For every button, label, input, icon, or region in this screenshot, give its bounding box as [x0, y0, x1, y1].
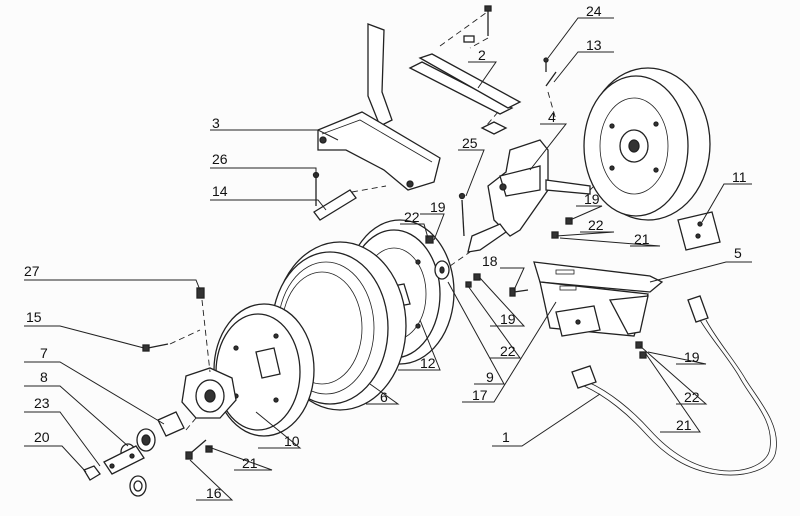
label-21a: 21 — [634, 231, 650, 247]
part-14-pin — [312, 171, 387, 221]
label-15: 15 — [26, 309, 42, 325]
label-11: 11 — [732, 169, 747, 185]
part-9-washer — [434, 251, 471, 280]
label-16: 16 — [206, 485, 222, 501]
leader-lines — [24, 17, 752, 501]
part-3-bracket — [317, 23, 441, 191]
label-10: 10 — [284, 433, 300, 449]
label-21c: 21 — [242, 455, 258, 471]
part-24-bolt — [463, 5, 492, 49]
part-4-spindle-housing — [458, 139, 631, 253]
part-2-plates — [408, 9, 522, 135]
label-9: 9 — [486, 369, 494, 385]
label-12: 12 — [420, 355, 436, 371]
label-13: 13 — [586, 37, 602, 53]
part-labels: 24 13 2 3 4 25 26 11 14 19 22 19 22 21 5… — [24, 3, 747, 501]
label-22a: 22 — [404, 209, 420, 225]
label-2: 2 — [478, 47, 486, 63]
label-22c: 22 — [500, 343, 516, 359]
label-19a: 19 — [584, 191, 600, 207]
part-1-chain — [571, 295, 777, 476]
part-10-disc — [213, 303, 315, 437]
small-fasteners — [205, 217, 647, 453]
label-27: 27 — [24, 263, 40, 279]
label-21b: 21 — [676, 417, 692, 433]
label-6: 6 — [380, 389, 388, 405]
part-5-arm — [509, 261, 664, 337]
label-23: 23 — [34, 395, 50, 411]
part-23-clip — [103, 445, 147, 497]
label-20: 20 — [34, 429, 50, 445]
part-11-scraper — [677, 211, 721, 251]
label-19b: 19 — [430, 199, 446, 215]
label-19d: 19 — [684, 349, 700, 365]
label-22b: 22 — [588, 217, 604, 233]
label-8: 8 — [40, 369, 48, 385]
label-1: 1 — [502, 429, 510, 445]
label-18: 18 — [482, 253, 498, 269]
label-24: 24 — [586, 3, 602, 19]
label-22d: 22 — [684, 389, 700, 405]
label-14: 14 — [212, 183, 228, 199]
label-19c: 19 — [500, 311, 516, 327]
depth-wheel — [583, 67, 711, 221]
label-7: 7 — [40, 345, 48, 361]
label-5: 5 — [734, 245, 742, 261]
part-16-bolt — [185, 439, 207, 460]
label-17: 17 — [472, 387, 488, 403]
part-20-nut — [83, 465, 101, 481]
hub-assembly — [142, 287, 237, 437]
label-4: 4 — [548, 109, 556, 125]
label-25: 25 — [462, 135, 478, 151]
label-3: 3 — [212, 115, 220, 131]
label-26: 26 — [212, 151, 228, 167]
part-13-pin — [543, 57, 557, 121]
